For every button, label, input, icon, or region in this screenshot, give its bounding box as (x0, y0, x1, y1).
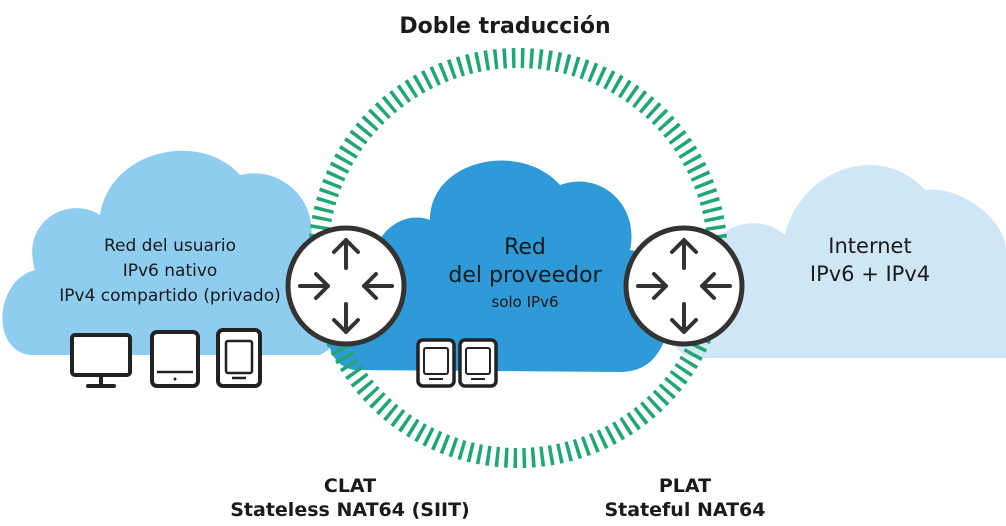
user-cloud (2, 150, 353, 355)
user-network-line3: IPv4 compartido (privado) (59, 286, 281, 306)
internet-line1: Internet (828, 234, 912, 258)
internet-line2: IPv6 + IPv4 (809, 262, 931, 286)
provider-cloud (328, 160, 670, 372)
provider-network-label: Red del proveedor solo IPv6 (420, 234, 630, 314)
plat-label: PLAT Stateful NAT64 (560, 474, 810, 522)
smartphone-icon (416, 338, 456, 388)
internet-label: Internet IPv6 + IPv4 (770, 232, 970, 288)
smartphone-icon (216, 328, 262, 388)
user-network-line2: IPv6 nativo (122, 261, 218, 281)
clat-line1: CLAT (323, 475, 377, 497)
provider-network-line3: solo IPv6 (491, 293, 559, 311)
router-plat-icon (623, 225, 745, 347)
internet-cloud (670, 164, 1006, 358)
provider-network-line2: del proveedor (448, 263, 602, 288)
plat-line1: PLAT (658, 475, 712, 497)
user-network-label: Red del usuario IPv6 nativo IPv4 compart… (20, 234, 320, 309)
provider-network-line1: Red (504, 235, 546, 260)
clat-label: CLAT Stateless NAT64 (SIIT) (210, 474, 490, 522)
clat-line2: Stateless NAT64 (SIIT) (230, 499, 470, 521)
diagram-title: Doble traducción (399, 14, 611, 39)
monitor-icon (70, 333, 132, 388)
user-network-line1: Red del usuario (103, 236, 236, 256)
plat-line2: Stateful NAT64 (604, 499, 766, 521)
smartphone-icon (458, 338, 498, 388)
router-clat-icon (285, 225, 407, 347)
tablet-icon (150, 330, 200, 388)
